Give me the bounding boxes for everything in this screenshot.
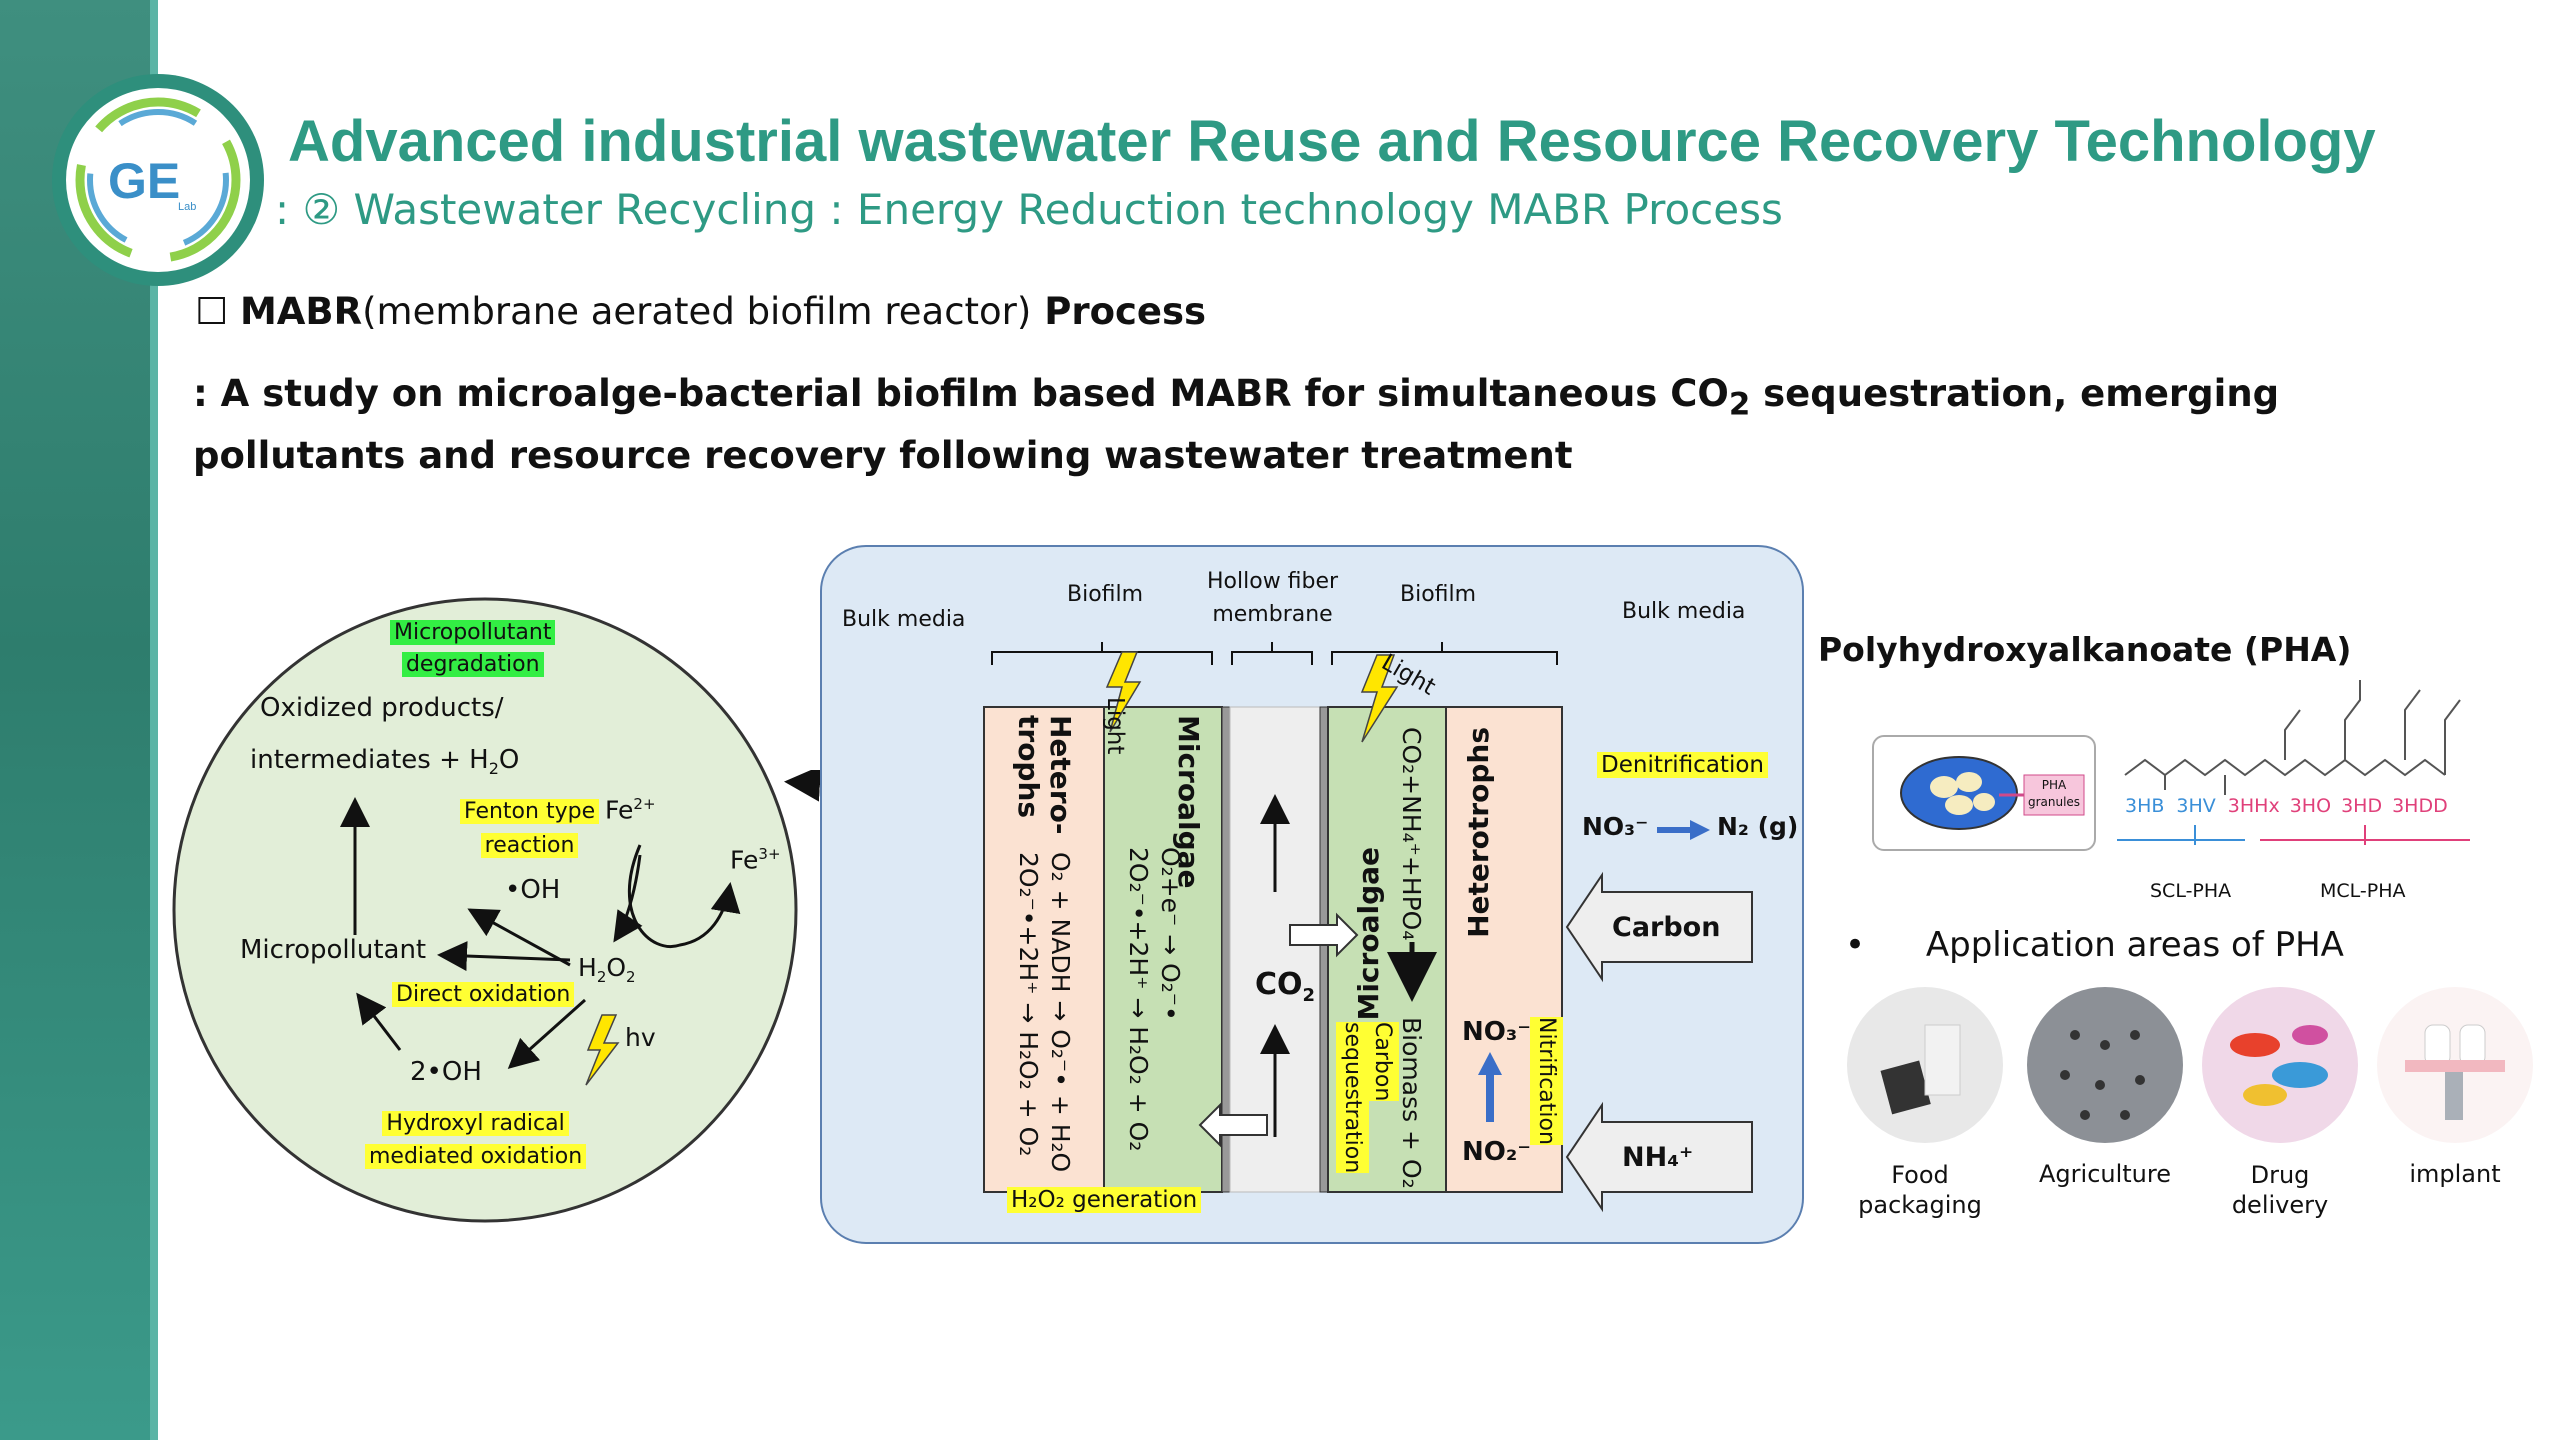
microalgae-label-left: Microalgae (1172, 715, 1205, 889)
intermediates-label: intermediates + H2O (250, 745, 520, 779)
denitrification-label: Denitrification (1597, 752, 1768, 778)
section-abbr: MABR (239, 290, 363, 333)
logo-text: GE (108, 153, 180, 209)
bullet-glyph: • (1845, 925, 1866, 965)
h2o2-generation-label: H₂O₂ generation (1007, 1187, 1202, 1213)
micropollutant-label: Micropollutant (240, 935, 427, 965)
study-text-2: sequestration, emerging pollutants and r… (193, 372, 2280, 478)
biofilm-right: Biofilm (1400, 582, 1477, 607)
oxidized-products-label: Oxidized products/ (260, 693, 504, 723)
application-images (1847, 987, 2533, 1143)
microalgae-label-right: Microalgae (1352, 847, 1385, 1021)
drug-delivery-image (2202, 987, 2358, 1143)
hetero-trophs-label-left: Hetero-trophs (1012, 715, 1077, 835)
monomer-3hhx: 3HHx (2227, 795, 2280, 817)
nh4-arrow-label: NH₄⁺ (1622, 1142, 1694, 1173)
denit-n2: N₂ (g) (1717, 812, 1799, 841)
right-heterotroph-layer (1445, 706, 1563, 1193)
pha-title: Polyhydroxyalkanoate (PHA) (1818, 630, 2352, 669)
section-full: (membrane aerated biofilm reactor) (362, 290, 1032, 333)
lightning-icon-left (1105, 651, 1142, 733)
left-heterotroph-layer (983, 706, 1105, 1193)
mcl-pha-label: MCL-PHA (2320, 880, 2406, 902)
reactor-graphics (983, 642, 1753, 1213)
microalgae-equations: O₂+e⁻ → O₂⁻•2O₂⁻•+2H⁺ → H₂O₂ + O₂ (1124, 847, 1185, 1152)
bulk-media-right: Bulk media (1622, 599, 1746, 624)
fe3-label: Fe3+ (730, 845, 781, 875)
pha-monomer-structure (2117, 680, 2470, 845)
monomer-3ho: 3HO (2289, 795, 2332, 817)
denit-no3: NO₃⁻ (1582, 812, 1649, 841)
co2-label: CO2 (1255, 967, 1316, 1006)
lightning-icon-right (1360, 654, 1399, 743)
checkbox-glyph: ☐ (195, 290, 229, 333)
uptake-equation: CO₂+NH₄⁺+HPO₄ (1397, 727, 1426, 941)
application-areas-heading: • Application areas of PHA (1845, 925, 2344, 965)
monomer-3hb: 3HB (2125, 795, 2165, 817)
page-title: Advanced industrial wastewater Reuse and… (288, 109, 2376, 174)
section-tail: Process (1031, 290, 1207, 333)
side-stripe-edge (150, 0, 158, 1440)
agriculture-image (2027, 987, 2183, 1143)
monomer-3hv: 3HV (2176, 795, 2216, 817)
application-areas-title: Application areas of PHA (1925, 925, 2344, 965)
bulk-media-left: Bulk media (842, 607, 966, 632)
h2o2-label: H2O2 (578, 953, 636, 986)
light-label-left: Light (1102, 697, 1128, 755)
logo-sub: Lab (178, 201, 196, 213)
section-heading: ☐ MABR(membrane aerated biofilm reactor)… (195, 290, 1206, 333)
oh-radical-label: •OH (505, 875, 561, 905)
no3-label: NO₃⁻ (1462, 1017, 1531, 1047)
monomer-3hd: 3HD (2341, 795, 2383, 817)
circle-diagram-graphics (172, 597, 798, 1223)
no2-label: NO₂⁻ (1462, 1137, 1531, 1167)
hv-label: hv (625, 1023, 656, 1052)
biomass-label: Biomass + O₂ (1397, 1017, 1426, 1189)
fe2-label: Fe2+ (605, 795, 656, 825)
heterotrophs-label-right: Heterotrophs (1462, 727, 1495, 938)
study-sub: 2 (1728, 386, 1751, 423)
pha-monomer-labels: 3HB 3HV 3HHx 3HO 3HD 3HDD (2125, 795, 2485, 817)
app-implant: implant (2409, 1160, 2501, 1188)
study-description: : A study on microalge-bacterial biofilm… (193, 368, 2493, 482)
carbon-arrow-label: Carbon (1612, 912, 1721, 943)
app-agriculture: Agriculture (2039, 1160, 2171, 1188)
direct-oxidation-label: Direct oxidation (392, 982, 575, 1007)
page-subtitle: : ② Wastewater Recycling : Energy Reduct… (275, 185, 1783, 234)
lightning-icon (585, 1014, 620, 1086)
nitrification-label: Nitrification (1530, 1017, 1563, 1145)
biofilm-left: Biofilm (1067, 582, 1144, 607)
scl-pha-label: SCL-PHA (2150, 880, 2232, 902)
two-oh-label: 2•OH (410, 1057, 482, 1087)
ge-lab-logo: GE Lab (52, 74, 264, 286)
study-text-1: : A study on microalge-bacterial biofilm… (193, 372, 1729, 415)
monomer-3hdd: 3HDD (2392, 795, 2448, 817)
